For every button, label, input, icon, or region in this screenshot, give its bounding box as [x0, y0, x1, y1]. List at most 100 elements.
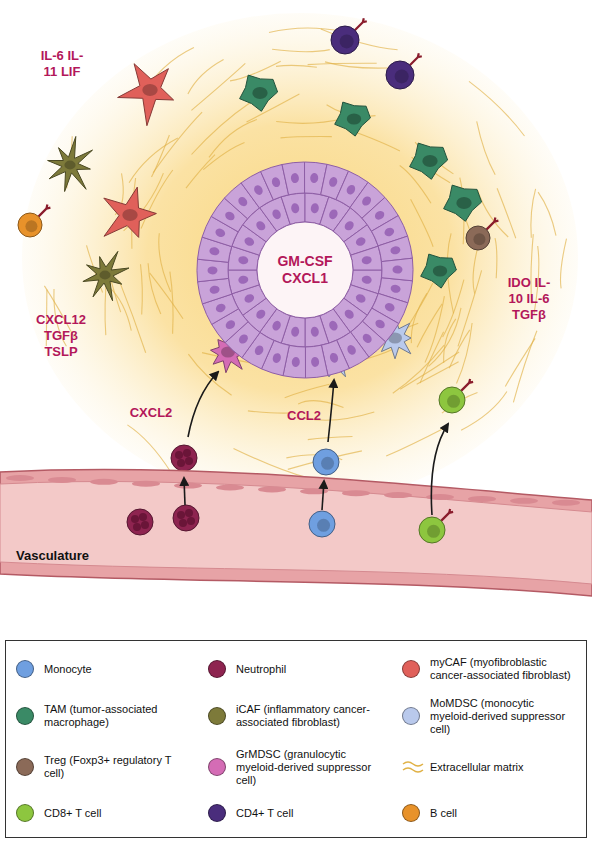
- endothelial-cell: [90, 479, 118, 485]
- matrix-fiber: [148, 263, 161, 314]
- legend-swatch: [208, 707, 226, 725]
- monocyte: [313, 449, 339, 475]
- mycaf: [118, 64, 174, 126]
- endothelial-cell: [174, 483, 202, 489]
- legend-swatch: [16, 707, 34, 725]
- tumor-cell: [305, 345, 328, 378]
- legend-text: MoMDSC (monocytic myeloid-derived suppre…: [430, 697, 572, 736]
- endothelial-cell: [384, 492, 412, 498]
- macrophage: [335, 102, 371, 136]
- blood-vessel: Vasculature: [0, 462, 592, 602]
- neutrophil: [127, 509, 153, 535]
- treg-cell-nucleus: [473, 233, 485, 245]
- matrix-fiber: [281, 137, 332, 138]
- legend-item: Treg (Foxp3+ regulatory T cell): [16, 744, 186, 790]
- legend-text: GrMDSC (granulocytic myeloid-derived sup…: [236, 748, 388, 787]
- matrix-fiber: [458, 270, 482, 346]
- neutrophil-lobe: [185, 457, 193, 465]
- matrix-fiber: [531, 189, 536, 238]
- tumor-cell-nucleus: [343, 308, 356, 321]
- tumor-cell-nucleus: [271, 319, 283, 332]
- cytokine-label: IL-6 IL-11 LIF: [38, 48, 86, 80]
- matrix-fiber: [192, 102, 252, 155]
- matrix-fiber: [153, 112, 202, 173]
- cd4-t-cell-nucleus: [395, 69, 409, 83]
- endothelial-cell: [258, 486, 286, 492]
- endothelial-cell: [6, 475, 34, 481]
- legend-text: B cell: [430, 807, 457, 820]
- tumor-cell-nucleus: [345, 183, 357, 196]
- receptor: [355, 18, 367, 30]
- tumor-cell: [198, 278, 232, 304]
- tumor-cell-nucleus: [354, 236, 367, 248]
- tumor-cell-nucleus: [354, 293, 367, 305]
- endothelial-cell: [510, 498, 538, 504]
- matrix-fiber: [400, 352, 459, 389]
- tumor-cell-nucleus: [214, 227, 226, 238]
- matrix-fiber: [411, 199, 434, 247]
- matrix-fiber: [141, 170, 173, 229]
- tumor-cell-nucleus: [328, 208, 340, 221]
- treg-cell: [466, 226, 490, 250]
- fiber-sample: [403, 762, 423, 766]
- monocyte: [309, 511, 335, 537]
- legend-item: Monocyte: [16, 648, 186, 690]
- matrix-fiber: [127, 425, 171, 473]
- cd8-t-cell-nucleus: [447, 395, 460, 408]
- matrix-fiber: [276, 65, 317, 67]
- tumor-cell-nucleus: [252, 184, 264, 197]
- tumor-cell-nucleus: [224, 210, 237, 222]
- matrix-fiber: [469, 81, 525, 136]
- tumor-cell-nucleus: [290, 203, 299, 214]
- neutrophil-lobe: [141, 521, 149, 529]
- receptor: [441, 509, 453, 521]
- cytokine-label: CXCL12 TGFβ TSLP: [30, 312, 92, 360]
- matrix-fiber: [443, 280, 464, 338]
- legend-fiber-sample: [402, 759, 424, 775]
- cytokine-label: CCL2: [282, 408, 326, 424]
- legend-swatch: [16, 758, 34, 776]
- node-text-holder: GM-CSF CXCL1: [190, 155, 420, 385]
- matrix-fiber: [457, 323, 473, 384]
- neutrophil-lobe: [183, 449, 191, 457]
- tumor-cell-nucleus: [361, 255, 372, 264]
- icaf-nucleus: [64, 161, 75, 170]
- legend-item: MoMDSC (monocytic myeloid-derived suppre…: [402, 694, 572, 738]
- recruitment-arrow: [328, 380, 334, 442]
- matrix-fiber: [393, 345, 444, 393]
- macrophage-nucleus: [456, 197, 471, 209]
- tumor-cell-nucleus: [311, 356, 320, 367]
- tumor-cell: [382, 258, 414, 281]
- macrophage-nucleus: [422, 155, 437, 167]
- matrix-fiber: [386, 428, 443, 456]
- extracellular-matrix-halo: [22, 13, 578, 503]
- tumor-cell-nucleus: [310, 173, 319, 184]
- node-text-holder: Vasculature: [16, 546, 89, 564]
- legend-item: Neutrophil: [208, 648, 388, 690]
- legend-swatch: [16, 660, 34, 678]
- cytokine-label: CXCL2: [126, 405, 176, 421]
- endothelial-cell: [552, 500, 580, 506]
- matrix-fiber: [159, 233, 171, 291]
- monocyte-nucleus: [317, 519, 330, 532]
- node-label: Vasculature: [16, 548, 89, 564]
- tumor-cell: [378, 236, 412, 262]
- endothelial-cell: [300, 488, 328, 494]
- tumor-gland: GM-CSF CXCL1: [190, 155, 420, 385]
- gland-lumen: [257, 222, 353, 318]
- cd8-t-cell: [439, 387, 465, 413]
- cytokine-label: IDO IL-10 IL-6 TGFβ: [503, 275, 555, 323]
- neutrophil-lobe: [187, 517, 195, 525]
- tumor-cell-nucleus: [360, 195, 373, 208]
- tumor-cell-nucleus: [328, 319, 340, 332]
- tumor-cell-nucleus: [310, 326, 319, 337]
- tumor-cell: [281, 193, 305, 224]
- mycaf: [104, 187, 157, 237]
- cd8-t-cell-nucleus: [427, 525, 440, 538]
- legend-text: iCAF (inflammatory cancer-associated fib…: [236, 703, 388, 729]
- matrix-fiber: [269, 28, 344, 33]
- legend-text: Monocyte: [44, 663, 92, 676]
- matrix-fiber: [298, 401, 343, 408]
- tumor-cell-nucleus: [290, 173, 299, 184]
- legend-swatch: [402, 660, 420, 678]
